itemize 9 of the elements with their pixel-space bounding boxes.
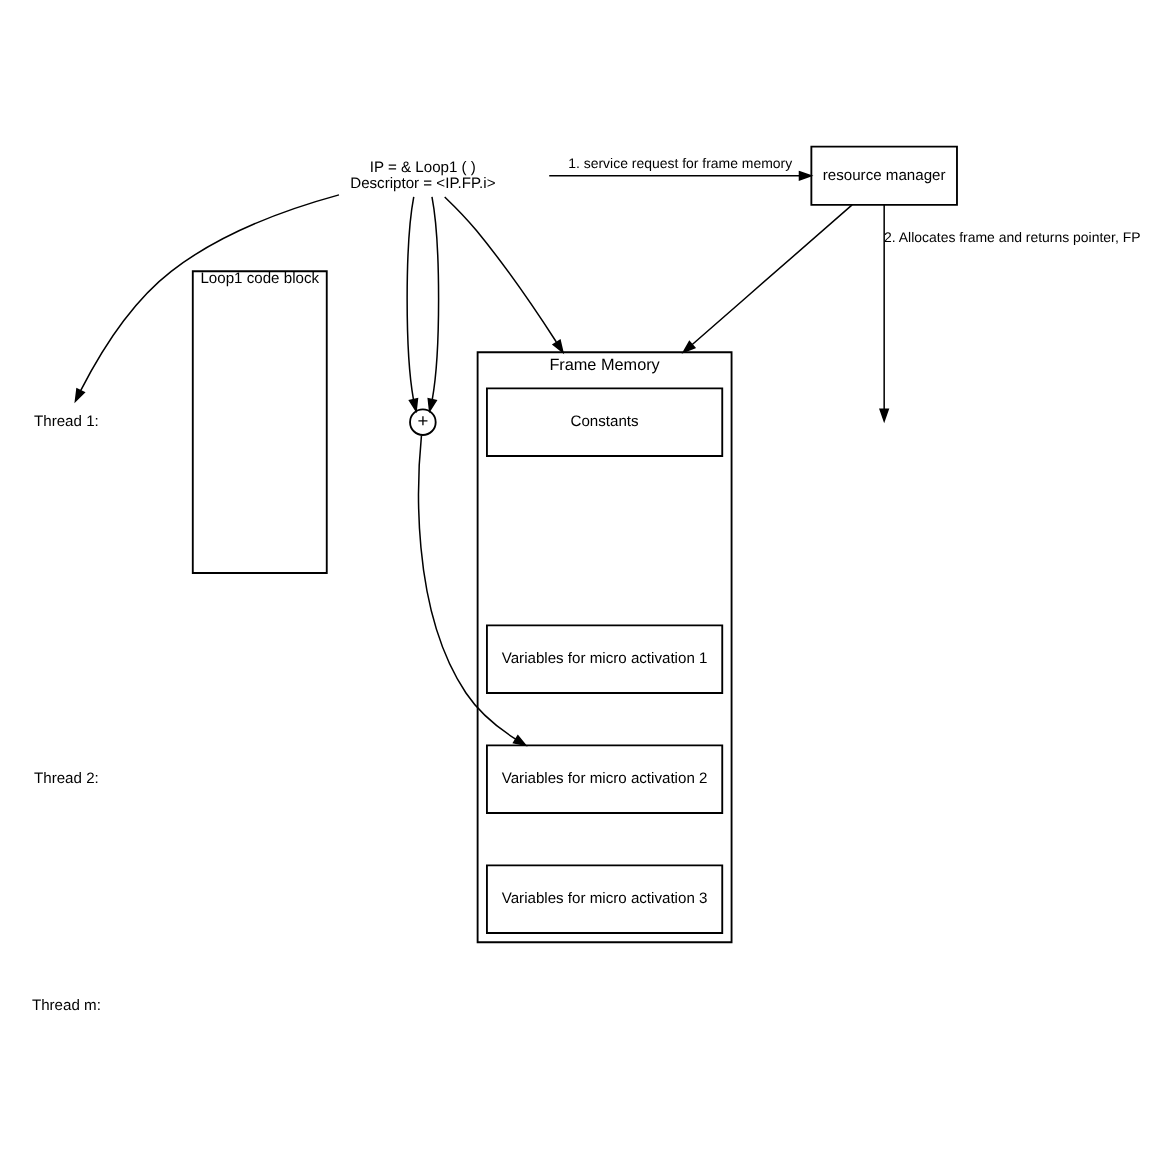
arrow: [879, 204, 890, 424]
arrow: [548, 170, 814, 181]
arrow: [681, 204, 853, 354]
arrow: [427, 196, 440, 414]
arrow: [417, 434, 528, 747]
arrow: [406, 196, 419, 414]
arrow: [443, 196, 565, 355]
arrow: [74, 194, 340, 404]
node-circle: +: [409, 408, 437, 436]
